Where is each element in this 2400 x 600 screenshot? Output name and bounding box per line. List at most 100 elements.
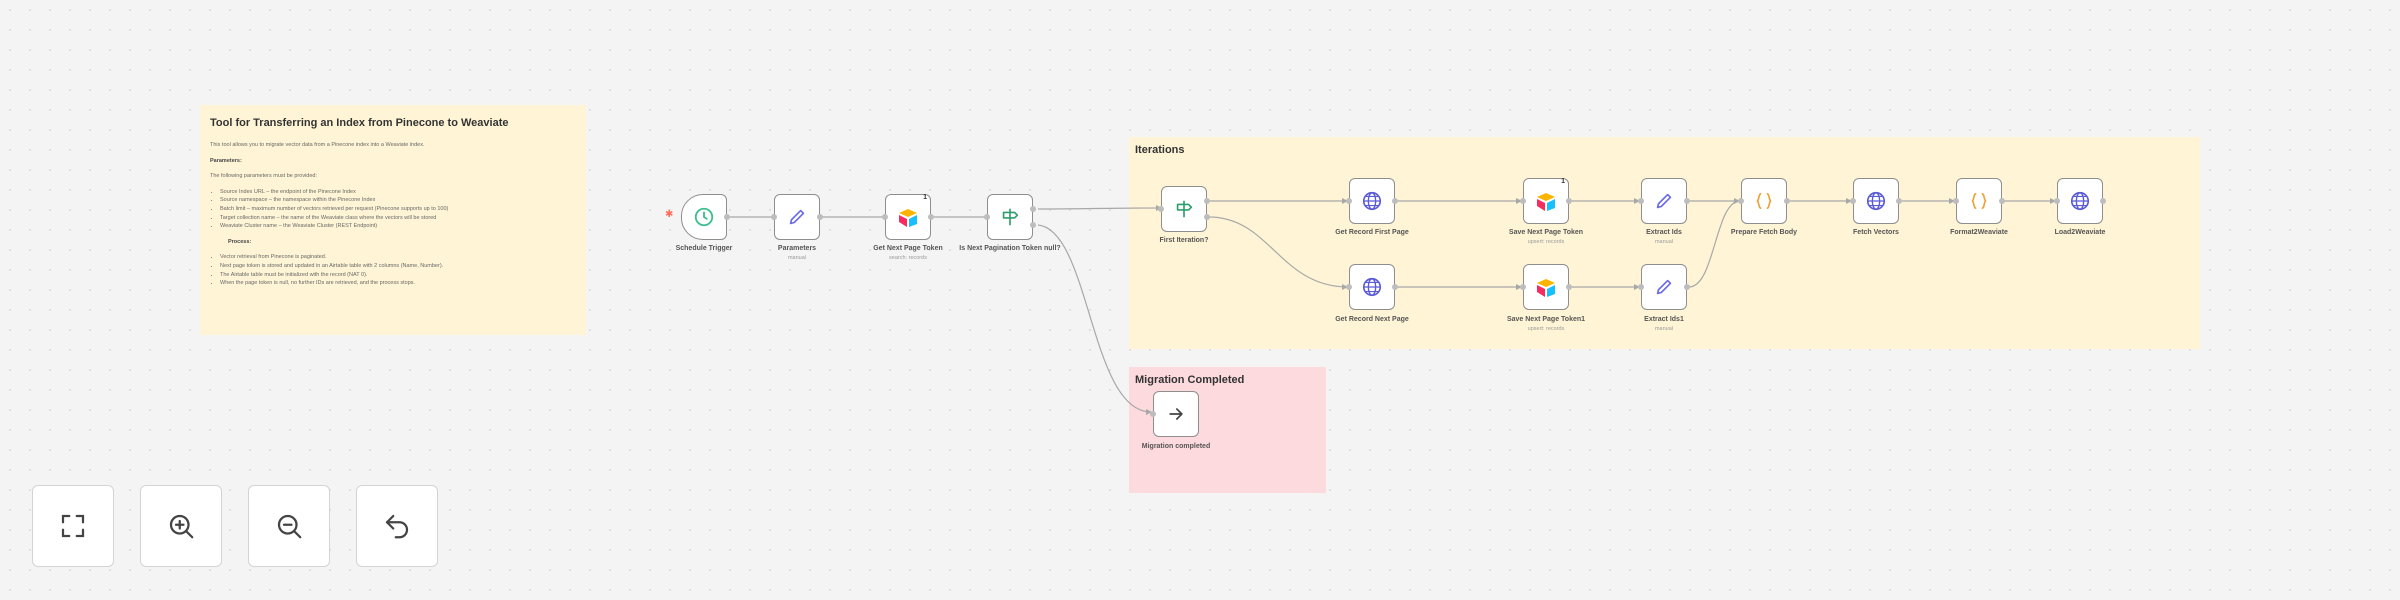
migration-section[interactable]: Migration Completed: [1129, 367, 1326, 493]
zoom-out-button[interactable]: [248, 485, 330, 567]
input-port[interactable]: [1850, 198, 1856, 204]
output-port[interactable]: [1392, 198, 1398, 204]
node-sublabel: upsert: records: [1527, 239, 1565, 245]
input-port[interactable]: [1346, 198, 1352, 204]
input-port[interactable]: [771, 214, 777, 220]
output-port-false[interactable]: [1204, 214, 1210, 220]
list-item: Batch limit – maximum number of vectors …: [220, 205, 576, 214]
input-port[interactable]: [1738, 198, 1744, 204]
reset-zoom-button[interactable]: [356, 485, 438, 567]
output-port[interactable]: [1999, 198, 2005, 204]
node-label: Schedule Trigger: [675, 245, 733, 252]
node-label: Is Next Pagination Token null?: [959, 245, 1061, 252]
node-label: Save Next Page Token: [1508, 229, 1584, 236]
input-port[interactable]: [1158, 206, 1164, 212]
input-port[interactable]: [1638, 284, 1644, 290]
output-port[interactable]: [1392, 284, 1398, 290]
node-migration-completed[interactable]: [1150, 391, 1199, 437]
node-parameters[interactable]: [771, 194, 823, 240]
arrow-right-icon: [1169, 408, 1183, 420]
node-is-next-pagination-token-null[interactable]: [984, 194, 1036, 240]
braces-icon: [1756, 192, 1772, 210]
output-port[interactable]: [724, 214, 730, 220]
node-format2weaviate[interactable]: [1953, 178, 2005, 224]
zoom-out-icon: [277, 514, 302, 539]
airtable-icon: [899, 209, 917, 227]
output-port[interactable]: [1684, 198, 1690, 204]
input-port[interactable]: [984, 214, 990, 220]
node-sublabel: upsert: records: [1527, 326, 1565, 332]
pencil-icon: [1656, 193, 1672, 209]
list-item: Source namespace – the namespace within …: [220, 196, 576, 205]
node-label: Extract Ids1: [1644, 316, 1684, 323]
note-process-heading: Process:: [228, 238, 252, 245]
node-fetch-vectors[interactable]: [1850, 178, 1902, 224]
list-item: Weaviate Cluster name – the Weaviate Clu…: [220, 222, 576, 231]
note-params-intro: The following parameters must be provide…: [210, 173, 317, 180]
output-port[interactable]: [817, 214, 823, 220]
node-schedule-trigger[interactable]: [681, 194, 730, 240]
note-params-heading: Parameters:: [210, 157, 242, 164]
input-port[interactable]: [1520, 284, 1526, 290]
node-label: Format2Weaviate: [1950, 229, 2008, 236]
pencil-icon: [789, 209, 805, 225]
node-label: Get Next Page Token: [873, 245, 943, 252]
input-port[interactable]: [1953, 198, 1959, 204]
node-get-record-first-page[interactable]: [1346, 178, 1398, 224]
node-extract-ids1[interactable]: [1638, 264, 1690, 310]
node-save-next-page-token[interactable]: 1: [1520, 178, 1572, 224]
iterations-section[interactable]: Iterations: [1129, 137, 2200, 349]
node-label: Get Record Next Page: [1335, 316, 1409, 323]
note-process-list: Vector retrieval from Pinecone is pagina…: [210, 253, 576, 287]
input-port[interactable]: [1150, 411, 1156, 417]
arrowhead: [1846, 198, 1852, 204]
output-port-true[interactable]: [1204, 198, 1210, 204]
node-load2weaviate[interactable]: [2054, 178, 2106, 224]
node-extract-ids[interactable]: [1638, 178, 1690, 224]
input-port[interactable]: [2054, 198, 2060, 204]
connection: [1037, 224, 1151, 413]
output-port[interactable]: [2100, 198, 2106, 204]
output-port[interactable]: [1896, 198, 1902, 204]
output-port[interactable]: [1566, 198, 1572, 204]
item-count-badge: 1: [1561, 178, 1565, 185]
node-get-record-next-page[interactable]: [1346, 264, 1398, 310]
input-port[interactable]: [1638, 198, 1644, 204]
input-port[interactable]: [1346, 284, 1352, 290]
fit-view-icon: [61, 514, 85, 538]
description-note[interactable]: Tool for Transferring an Index from Pine…: [200, 105, 586, 335]
output-port-true[interactable]: [1030, 206, 1036, 212]
node-label: First Iteration?: [1159, 237, 1209, 244]
arrowhead: [1949, 198, 1955, 204]
list-item: When the page token is null, no further …: [220, 279, 576, 288]
output-port[interactable]: [928, 214, 934, 220]
node-save-next-page-token1[interactable]: [1520, 264, 1572, 310]
sign-icon: [1176, 200, 1193, 218]
clock-icon: [694, 207, 714, 227]
arrowhead: [1146, 409, 1152, 415]
node-label: Extract Ids: [1646, 229, 1682, 236]
note-params-list: Source Index URL – the endpoint of the P…: [210, 188, 576, 231]
arrowhead: [1342, 284, 1348, 290]
input-port[interactable]: [882, 214, 888, 220]
list-item: Next page token is stored and updated in…: [220, 262, 576, 271]
globe-icon: [1362, 277, 1382, 297]
output-port-false[interactable]: [1030, 222, 1036, 228]
input-port[interactable]: [1520, 198, 1526, 204]
airtable-icon: [1537, 279, 1555, 297]
fit-view-button[interactable]: [32, 485, 114, 567]
node-get-next-page-token[interactable]: 1: [882, 194, 934, 240]
node-label: Parameters: [777, 245, 817, 252]
arrowhead: [2050, 198, 2056, 204]
list-item: Source Index URL – the endpoint of the P…: [220, 188, 576, 197]
airtable-icon: [1537, 193, 1555, 211]
output-port[interactable]: [1566, 284, 1572, 290]
node-prepare-fetch-body[interactable]: [1738, 178, 1790, 224]
node-first-iteration[interactable]: [1158, 186, 1210, 232]
braces-icon: [1971, 192, 1987, 210]
zoom-in-button[interactable]: [140, 485, 222, 567]
output-port[interactable]: [1684, 284, 1690, 290]
node-sublabel: manual: [1654, 239, 1674, 245]
output-port[interactable]: [1784, 198, 1790, 204]
